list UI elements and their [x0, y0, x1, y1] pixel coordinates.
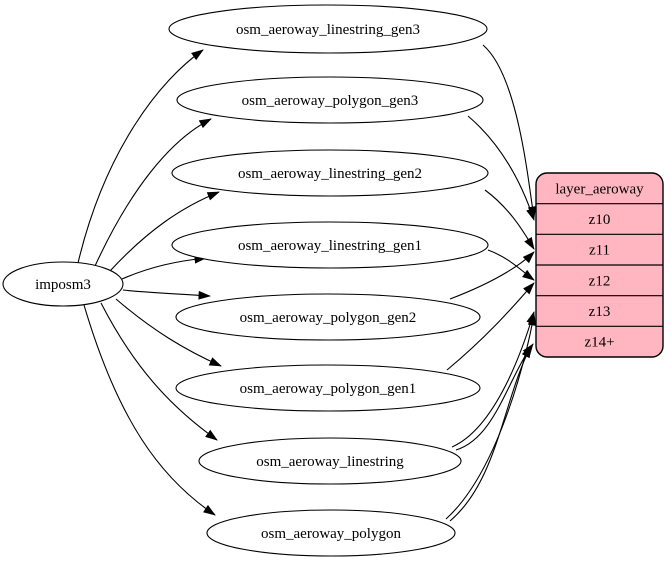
edge-linestring_gen2-to-row-z11 — [484, 189, 535, 250]
edge-polygon_gen3-to-row-z10 — [467, 115, 535, 221]
table-node-linestring-label: osm_aeroway_linestring — [256, 454, 404, 470]
record-row-z11: z11 — [589, 243, 610, 259]
table-node-linestring_gen1: osm_aeroway_linestring_gen1 — [171, 221, 489, 269]
table-node-linestring_gen3: osm_aeroway_linestring_gen3 — [168, 4, 488, 54]
table-node-linestring_gen2-shape — [171, 149, 489, 197]
edge-imposm3-to-linestring_gen1 — [121, 254, 207, 280]
edge-imposm3-to-linestring_gen3 — [77, 49, 204, 264]
table-node-linestring_gen1-label: osm_aeroway_linestring_gen1 — [238, 238, 422, 254]
table-node-linestring_gen2-label: osm_aeroway_linestring_gen2 — [238, 166, 422, 182]
table-node-linestring_gen3-label: osm_aeroway_linestring_gen3 — [236, 22, 420, 38]
edge-imposm3-to-linestring_gen2 — [109, 191, 220, 272]
node-imposm3-shape — [2, 261, 124, 307]
table-node-polygon_gen2-shape — [175, 293, 481, 341]
edge-polygon_gen2-to-row-z11 — [449, 251, 535, 300]
table-node-linestring-shape — [198, 437, 462, 485]
table-node-linestring_gen2: osm_aeroway_linestring_gen2 — [171, 149, 489, 197]
table-node-polygon-shape — [206, 509, 456, 557]
record-row-z14+: z14+ — [584, 335, 614, 351]
edge-imposm3-to-polygon — [83, 304, 216, 516]
record-node-title: layer_aeroway — [555, 181, 644, 197]
table-node-linestring_gen1-shape — [171, 221, 489, 269]
record-node-layer-aeroway: layer_aeroway z10 z11 z12 z13 z14+ — [535, 172, 664, 358]
table-node-linestring: osm_aeroway_linestring — [198, 437, 462, 485]
table-node-polygon_gen3: osm_aeroway_polygon_gen3 — [176, 76, 484, 124]
node-imposm3: imposm3 — [2, 261, 124, 307]
edge-imposm3-to-polygon_gen3 — [94, 118, 212, 267]
edge-polygon-to-row-z14+ — [449, 345, 532, 522]
record-row-z13: z13 — [589, 304, 611, 320]
table-node-polygon_gen1-shape — [175, 364, 481, 412]
table-node-polygon-label: osm_aeroway_polygon — [261, 526, 401, 542]
table-node-polygon_gen3-shape — [176, 76, 484, 124]
edge-imposm3-to-linestring — [100, 302, 218, 441]
node-imposm3-label: imposm3 — [35, 277, 91, 293]
edge-linestring_gen3-to-row-z10 — [482, 44, 537, 219]
edge-imposm3-to-polygon_gen2 — [122, 289, 211, 300]
edge-polygon_gen1-to-row-z12 — [446, 282, 535, 371]
edge-imposm3-to-polygon_gen1 — [115, 298, 222, 367]
table-node-polygon: osm_aeroway_polygon — [206, 509, 456, 557]
table-node-polygon_gen2: osm_aeroway_polygon_gen2 — [175, 293, 481, 341]
table-node-polygon_gen1-label: osm_aeroway_polygon_gen1 — [240, 381, 417, 397]
record-row-z10: z10 — [589, 212, 611, 228]
nodes-layer: imposm3 osm_aeroway_linestring_gen3 osm_ae… — [2, 4, 664, 557]
table-node-polygon_gen1: osm_aeroway_polygon_gen1 — [175, 364, 481, 412]
table-node-linestring_gen3-shape — [168, 4, 488, 54]
record-row-z12: z12 — [589, 273, 611, 289]
table-node-polygon_gen3-label: osm_aeroway_polygon_gen3 — [242, 93, 419, 109]
edge-linestring_gen1-to-row-z12 — [487, 249, 535, 281]
edges-layer — [77, 44, 537, 522]
table-node-polygon_gen2-label: osm_aeroway_polygon_gen2 — [240, 310, 417, 326]
edge-polygon-to-row-z13 — [445, 313, 537, 520]
